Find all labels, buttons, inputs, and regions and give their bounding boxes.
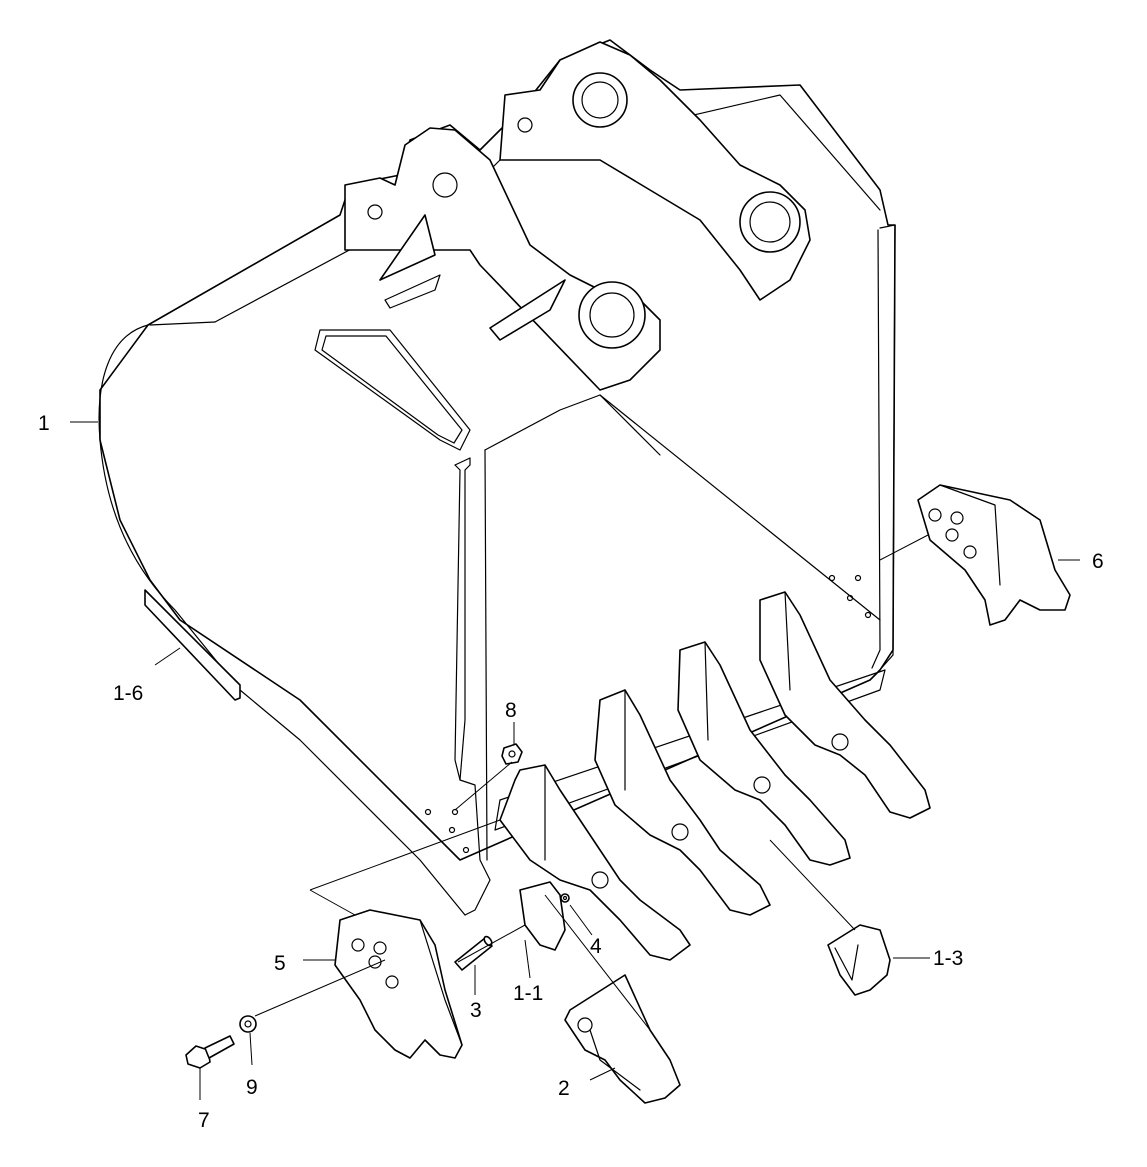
callout-2: 2	[558, 1077, 570, 1100]
callout-4: 4	[590, 935, 602, 958]
washer-4	[560, 893, 570, 903]
callout-5: 5	[274, 952, 286, 975]
tooth-cap-1-3	[827, 924, 891, 996]
callout-9: 9	[246, 1076, 258, 1099]
leader-lines	[70, 421, 1080, 1100]
bolt-7	[185, 1035, 235, 1069]
callout-8: 8	[505, 699, 517, 722]
callout-1: 1	[38, 412, 50, 435]
adapter-1-1	[519, 881, 566, 951]
loose-tooth-2	[564, 974, 681, 1104]
wear-strip-1-6	[144, 589, 241, 701]
nut-8	[501, 743, 523, 765]
callout-7: 7	[198, 1109, 210, 1132]
callout-3: 3	[470, 999, 482, 1022]
callout-1-6: 1-6	[113, 682, 143, 705]
callout-6: 6	[1092, 550, 1104, 573]
side-cutter-right	[917, 484, 1071, 626]
callout-1-3: 1-3	[933, 947, 963, 970]
callout-1-1: 1-1	[513, 982, 543, 1005]
callout-labels: 1 1-6 8 6 5 3 1-1 4 1-3 9 7 2	[38, 412, 1104, 1132]
mounting-brackets	[344, 41, 811, 391]
side-cutter-left	[334, 909, 463, 1059]
washer-9	[239, 1015, 257, 1033]
tooth-row	[494, 591, 931, 961]
